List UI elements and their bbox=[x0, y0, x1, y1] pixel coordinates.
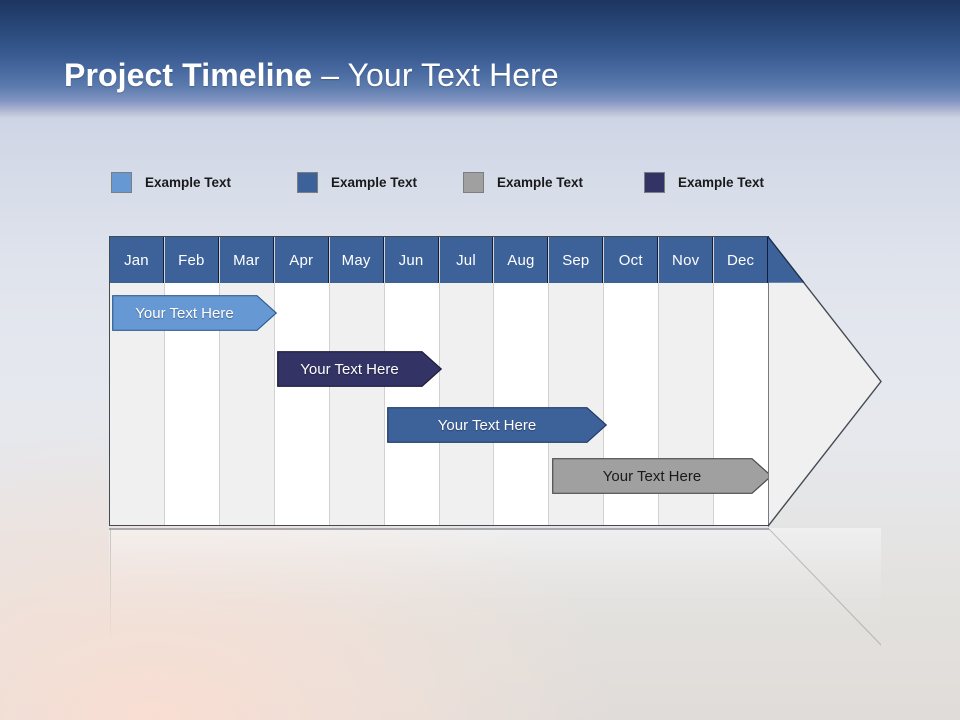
month-column-feb: Feb bbox=[164, 237, 220, 525]
month-column-aug: Aug bbox=[494, 237, 550, 525]
month-header-oct[interactable]: Oct bbox=[604, 237, 659, 283]
legend-item: Example Text bbox=[297, 169, 417, 195]
legend-item-label: Example Text bbox=[145, 174, 232, 190]
task-bar[interactable]: Your Text Here bbox=[552, 458, 768, 494]
task-bar[interactable]: Your Text Here bbox=[387, 407, 607, 443]
legend-item-label: Example Text bbox=[331, 174, 418, 190]
page-title: Project Timeline – Your Text Here bbox=[64, 59, 559, 91]
month-column-jul: Jul bbox=[439, 237, 495, 525]
legend-swatch-light-blue bbox=[111, 171, 132, 193]
timeline-arrow-head bbox=[767, 234, 882, 528]
page-title-light: – Your Text Here bbox=[312, 57, 559, 93]
legend-swatch-navy bbox=[644, 171, 665, 193]
page-title-strong: Project Timeline bbox=[64, 57, 313, 93]
legend: Example Text Example Text Example Text Exam… bbox=[111, 169, 811, 195]
month-header-sep[interactable]: Sep bbox=[549, 237, 604, 283]
month-header-dec[interactable]: Dec bbox=[714, 237, 768, 283]
month-header-jan[interactable]: Jan bbox=[110, 237, 164, 283]
month-header-nov[interactable]: Nov bbox=[659, 237, 714, 283]
legend-item-label: Example Text bbox=[497, 174, 584, 190]
month-header-jul[interactable]: Jul bbox=[439, 237, 494, 283]
legend-swatch-steel-blue bbox=[297, 171, 318, 193]
month-header-jun[interactable]: Jun bbox=[384, 237, 439, 283]
month-column-mar: Mar bbox=[219, 237, 275, 525]
legend-swatch-gray bbox=[463, 171, 484, 193]
task-bar[interactable]: Your Text Here bbox=[277, 351, 442, 387]
month-header-aug[interactable]: Aug bbox=[494, 237, 549, 283]
legend-item: Example Text bbox=[111, 169, 231, 195]
month-header-may[interactable]: May bbox=[329, 237, 384, 283]
month-header-apr[interactable]: Apr bbox=[274, 237, 329, 283]
month-header-mar[interactable]: Mar bbox=[219, 237, 274, 283]
task-bar[interactable]: Your Text Here bbox=[112, 295, 277, 331]
month-column-jan: Jan bbox=[110, 237, 165, 525]
legend-item: Example Text bbox=[644, 169, 764, 195]
legend-item-label: Example Text bbox=[678, 174, 765, 190]
legend-item: Example Text bbox=[463, 169, 583, 195]
month-header-feb[interactable]: Feb bbox=[164, 237, 219, 283]
title-band bbox=[0, 0, 960, 118]
